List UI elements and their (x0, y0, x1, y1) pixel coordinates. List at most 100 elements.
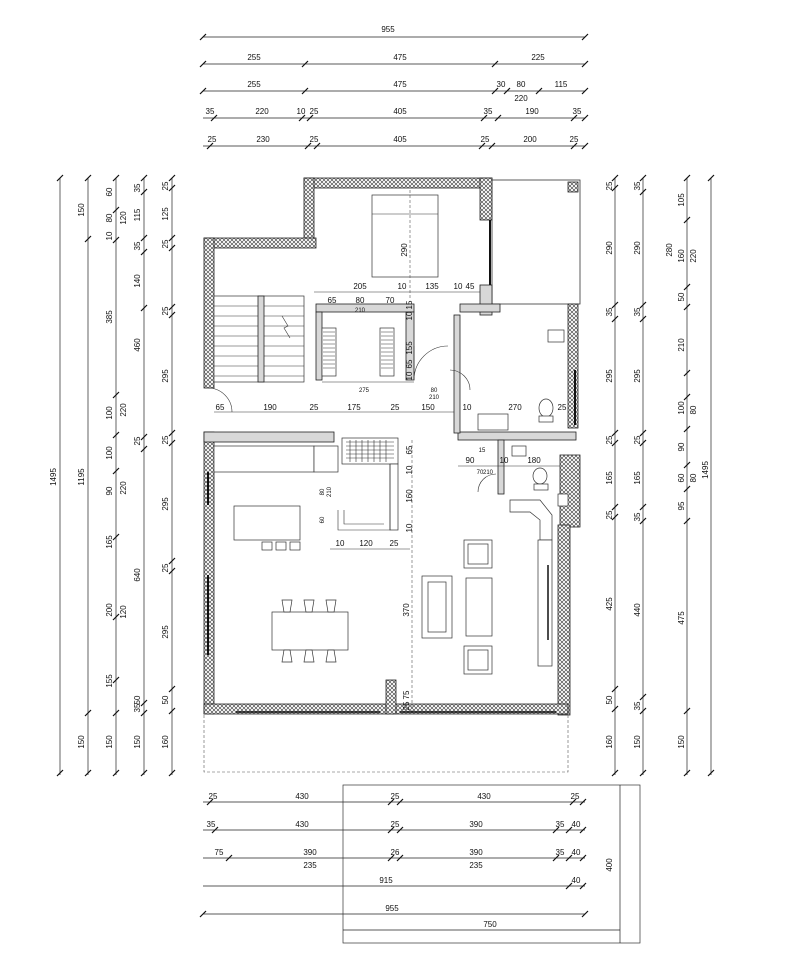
dim-top-225: 225 (531, 53, 545, 62)
dim-right-100: 100 (677, 401, 686, 415)
dim-int-210c: 210 (483, 470, 494, 476)
dim-bot-40b: 40 (572, 848, 581, 857)
dim-int-75: 75 (402, 690, 411, 699)
shower-icon (547, 329, 565, 343)
terrace-outline (342, 784, 641, 944)
dim-right-280: 280 (665, 243, 674, 257)
dim-int-210a: 210 (355, 308, 366, 314)
dim-left-165: 165 (105, 535, 114, 549)
dim-left-460: 460 (133, 338, 142, 352)
dim-left-1195: 1195 (77, 468, 86, 486)
dim-right-80a: 80 (689, 405, 698, 414)
dim-int-155: 155 (405, 341, 414, 355)
dim-int-25b: 25 (391, 403, 400, 412)
dim-int-25d: 25 (390, 539, 399, 548)
dim-int-135: 135 (425, 282, 439, 291)
dim-left-10: 10 (105, 231, 114, 240)
dining-table-icon (271, 611, 349, 651)
dim-right-95: 95 (677, 501, 686, 510)
dim-right-295b: 295 (633, 369, 642, 383)
dim-int-65a: 65 (328, 296, 337, 305)
dim-top-955: 955 (381, 25, 395, 34)
dim-right-35c: 35 (633, 307, 642, 316)
dim-int-80b: 80 (431, 388, 438, 394)
dim-left-60: 60 (105, 187, 114, 196)
dim-int-10e: 10 (463, 403, 472, 412)
dim-int-10c: 10 (405, 311, 414, 320)
bed-icon (371, 194, 439, 278)
dim-int-25c: 25 (558, 403, 567, 412)
dim-bot-390c: 390 (469, 848, 483, 857)
dim-right-150b: 150 (677, 735, 686, 749)
kitchen-island-icon (233, 505, 301, 541)
sink-icon (477, 413, 509, 431)
dim-bot-25a: 25 (209, 792, 218, 801)
fireplace-icon (537, 539, 553, 667)
dim-bot-430b: 430 (477, 792, 491, 801)
dim-right-50b: 50 (677, 292, 686, 301)
dim-left-295b: 295 (161, 497, 170, 511)
dim-left-140: 140 (133, 274, 142, 288)
stair-arrow-icon (281, 315, 291, 339)
kitchen: 80 210 60 160 10 120 25 10 (207, 437, 414, 551)
dim-int-65b: 65 (405, 359, 414, 368)
dim-left-35c: 35 (133, 703, 142, 712)
dim-bot-25c: 25 (571, 792, 580, 801)
dim-right-50: 50 (605, 695, 614, 704)
staircase: 65 190 25 175 25 150 10 270 25 (207, 295, 567, 413)
dim-bot-40c: 40 (572, 876, 581, 885)
living-area: 370 75 25 (203, 440, 569, 773)
dim-top-35c: 35 (573, 107, 582, 116)
dim-int-10h: 10 (336, 539, 345, 548)
dim-left-1495: 1495 (49, 468, 58, 486)
dim-int-10d: 10 (405, 371, 414, 380)
dim-bot-40a: 40 (572, 820, 581, 829)
dining-area (207, 575, 349, 663)
dim-left-25b: 25 (161, 181, 170, 190)
dim-left-295c: 295 (161, 625, 170, 639)
dim-left-295a: 295 (161, 369, 170, 383)
dim-bot-955: 955 (385, 904, 399, 913)
dim-int-70: 70 (386, 296, 395, 305)
dim-int-10i: 10 (405, 523, 414, 532)
dim-right-440: 440 (633, 603, 642, 617)
dim-left-125: 125 (161, 207, 170, 221)
dim-int-290: 290 (400, 243, 409, 257)
dim-left-50a: 50 (133, 695, 142, 704)
dim-right-25c: 25 (605, 510, 614, 519)
dim-right-35e: 35 (633, 701, 642, 710)
right-dimension-chains: 25 290 35 295 25 165 25 425 50 160 35 29… (605, 174, 715, 777)
dim-int-120: 120 (359, 539, 373, 548)
dim-left-25e: 25 (161, 435, 170, 444)
dim-top-475b: 475 (393, 80, 407, 89)
dim-int-270: 270 (508, 403, 522, 412)
bottom-dimension-chains: 25 430 25 430 25 35 430 25 390 35 40 75 … (199, 784, 641, 944)
dim-int-65d: 65 (405, 445, 414, 454)
dim-top-10: 10 (297, 107, 306, 116)
dim-top-80: 80 (517, 80, 526, 89)
dim-top-25c: 25 (310, 135, 319, 144)
dim-int-180: 180 (527, 456, 541, 465)
dim-left-220b: 220 (119, 481, 128, 495)
dim-left-25c: 25 (161, 239, 170, 248)
dim-right-210: 210 (677, 338, 686, 352)
dim-int-65c: 65 (216, 403, 225, 412)
dim-left-80: 80 (105, 213, 114, 222)
dim-right-475: 475 (677, 611, 686, 625)
toilet-icon (538, 398, 554, 418)
dim-right-295a: 295 (605, 369, 614, 383)
dim-top-475: 475 (393, 53, 407, 62)
dim-top-220: 220 (514, 94, 528, 103)
dim-top-25a: 25 (310, 107, 319, 116)
dim-top-405a: 405 (393, 107, 407, 116)
dim-top-30: 30 (497, 80, 506, 89)
dim-bot-430c: 430 (295, 820, 309, 829)
dim-top-405b: 405 (393, 135, 407, 144)
dim-right-35b: 35 (633, 181, 642, 190)
dim-int-25e: 25 (402, 701, 411, 710)
dim-right-35a: 35 (605, 307, 614, 316)
dim-int-210b: 210 (429, 395, 440, 401)
dim-int-60: 60 (320, 516, 326, 523)
dim-left-35b: 35 (133, 241, 142, 250)
dim-int-70b: 70 (477, 470, 484, 476)
